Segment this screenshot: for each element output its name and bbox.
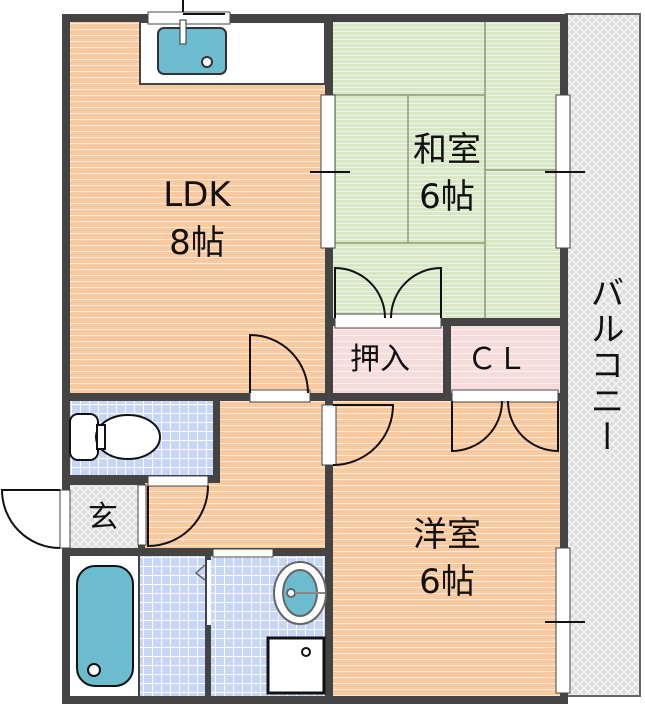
youshitsu-size: 6帖 [419, 562, 475, 602]
tatami-lines [333, 22, 560, 318]
door-cl-opening [451, 389, 559, 403]
youshitsu-floor [333, 401, 560, 696]
door-youshitsu-opening [321, 404, 337, 466]
door-ldk-swing [249, 333, 309, 394]
door-washroom-opening [212, 548, 274, 558]
door-genkan-opening [137, 484, 147, 546]
oshiire-floor [333, 326, 443, 393]
bathtub [76, 565, 134, 687]
ldk-label: LDK [163, 175, 231, 215]
door-toilet-opening [147, 475, 209, 487]
hall-floor-2 [145, 483, 325, 548]
door-toilet-swing [147, 485, 209, 548]
washitsu-label: 和室 [413, 130, 481, 170]
toilet-fixture [69, 413, 161, 461]
kitchen-sink [157, 27, 227, 75]
genkan-floor [70, 485, 138, 548]
door-oshiire-swing [334, 266, 442, 319]
door-ldk-opening [249, 389, 311, 403]
washing-machine [266, 636, 326, 695]
balcony-area [565, 13, 641, 697]
door-oshiire-opening [334, 313, 442, 329]
ldk-size: 8帖 [169, 223, 225, 263]
washitsu-size: 6帖 [419, 177, 475, 217]
door-cl-swing [451, 400, 559, 453]
closet-label: ＣＬ [467, 342, 527, 377]
genkan-label: 玄 [88, 500, 118, 535]
door-youshitsu-swing [332, 404, 395, 466]
window-marks [310, 171, 585, 623]
youshitsu-label: 洋室 [413, 515, 481, 555]
closet-floor [451, 326, 560, 393]
door-entry-opening [59, 489, 71, 549]
window-youshitsu [555, 547, 571, 694]
oshiire-label: 押入 [350, 342, 410, 377]
door-entry-swing [0, 489, 61, 549]
balcony-label: バルコニー [584, 275, 624, 455]
